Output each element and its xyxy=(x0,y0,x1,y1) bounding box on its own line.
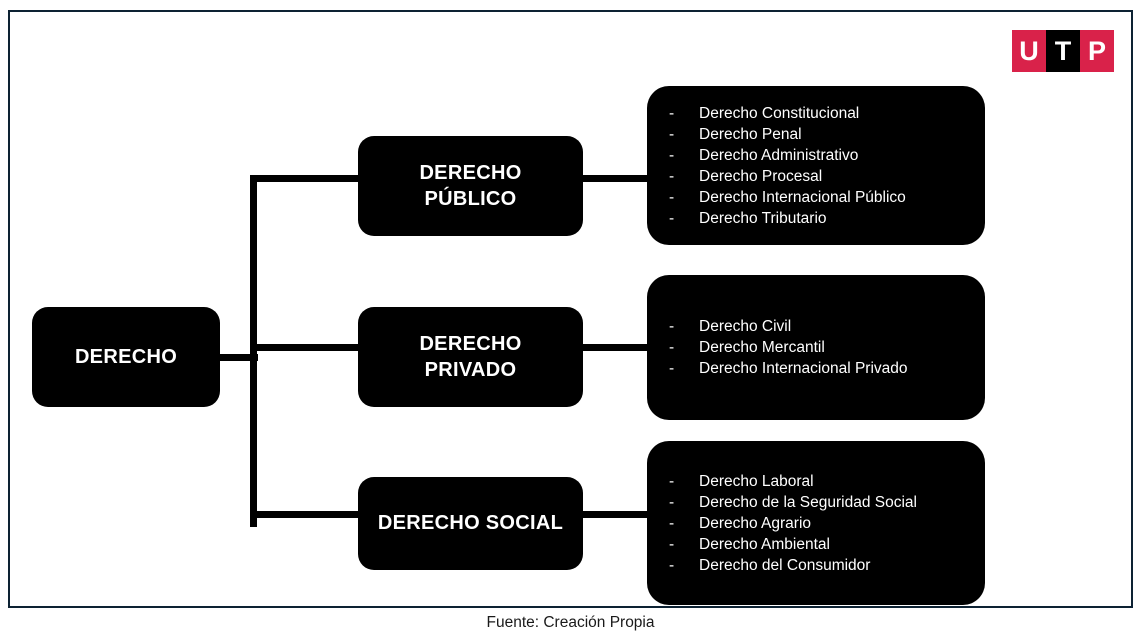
node-privado-label-line2: PRIVADO xyxy=(424,359,517,381)
list-derecho-privado: - Derecho Civil - Derecho Mercantil - De… xyxy=(647,275,985,420)
logo-letter-t: T xyxy=(1046,30,1080,72)
node-privado-label: DERECHO PRIVADO xyxy=(419,331,521,384)
list-item: - Derecho Administrativo xyxy=(669,145,963,166)
bullet-dash-icon: - xyxy=(669,535,675,553)
list-item-label: Derecho Tributario xyxy=(699,209,827,227)
connector-root-stub xyxy=(198,354,258,361)
bullet-dash-icon: - xyxy=(669,104,675,122)
connector-social-to-list xyxy=(575,511,655,518)
figure-source-caption: Fuente: Creación Propia xyxy=(486,614,655,631)
bullet-dash-icon: - xyxy=(669,514,675,532)
utp-logo: U T P xyxy=(1012,30,1114,72)
list-item: - Derecho Internacional Público xyxy=(669,187,963,208)
list-derecho-social: - Derecho Laboral - Derecho de la Seguri… xyxy=(647,441,985,605)
list-item-label: Derecho Laboral xyxy=(699,472,814,490)
connector-trunk-to-social xyxy=(250,511,360,518)
list-item: - Derecho Civil xyxy=(669,316,963,337)
node-derecho-root[interactable]: DERECHO xyxy=(32,307,220,407)
list-item-label: Derecho Civil xyxy=(699,318,792,335)
list-item-label: Derecho Constitucional xyxy=(699,104,860,122)
list-item-label: Derecho de la Seguridad Social xyxy=(699,493,917,511)
list-item-label: Derecho del Consumidor xyxy=(699,556,871,574)
node-derecho-social[interactable]: DERECHO SOCIAL xyxy=(358,477,583,570)
list-item-label: Derecho Internacional Privado xyxy=(699,360,908,377)
bullet-dash-icon: - xyxy=(669,360,675,377)
bullet-dash-icon: - xyxy=(669,472,675,490)
list-item-label: Derecho Penal xyxy=(699,125,802,143)
node-root-label: DERECHO xyxy=(74,345,178,368)
bullet-dash-icon: - xyxy=(669,318,675,335)
bullet-dash-icon: - xyxy=(669,556,675,574)
connector-vertical-trunk xyxy=(250,175,257,527)
bullet-dash-icon: - xyxy=(669,493,675,511)
list-item: - Derecho Procesal xyxy=(669,166,963,187)
list-item: - Derecho Ambiental xyxy=(669,534,963,555)
list-item-label: Derecho Agrario xyxy=(699,514,812,532)
connector-trunk-to-publico xyxy=(250,175,360,182)
list-item: - Derecho Laboral xyxy=(669,471,963,492)
list-item: - Derecho Tributario xyxy=(669,208,963,229)
connector-publico-to-list xyxy=(575,175,655,182)
bullet-dash-icon: - xyxy=(669,125,675,143)
node-derecho-publico[interactable]: DERECHO PÚBLICO xyxy=(358,136,583,236)
bullet-dash-icon: - xyxy=(669,209,675,227)
bullet-dash-icon: - xyxy=(669,167,675,185)
list-item: - Derecho Mercantil xyxy=(669,337,963,358)
list-derecho-publico: - Derecho Constitucional - Derecho Penal… xyxy=(647,86,985,245)
node-publico-label: DERECHO PÚBLICO xyxy=(419,160,521,213)
list-item: - Derecho Agrario xyxy=(669,513,963,534)
list-item-label: Derecho Ambiental xyxy=(699,535,830,553)
logo-letter-p: P xyxy=(1080,30,1114,72)
node-social-label: DERECHO SOCIAL xyxy=(377,512,564,535)
list-item-label: Derecho Administrativo xyxy=(699,146,859,164)
node-publico-label-line1: DERECHO xyxy=(419,161,522,184)
node-derecho-privado[interactable]: DERECHO PRIVADO xyxy=(358,307,583,407)
node-privado-label-line1: DERECHO xyxy=(419,332,522,355)
list-item: - Derecho Penal xyxy=(669,124,963,145)
bullet-dash-icon: - xyxy=(669,188,675,206)
logo-letter-u: U xyxy=(1012,30,1046,72)
connector-privado-to-list xyxy=(575,344,655,351)
list-item: - Derecho del Consumidor xyxy=(669,555,963,576)
list-item-label: Derecho Internacional Público xyxy=(699,188,906,206)
list-item-label: Derecho Procesal xyxy=(699,167,823,185)
list-item: - Derecho Internacional Privado xyxy=(669,358,963,379)
bullet-dash-icon: - xyxy=(669,339,675,356)
diagram-frame: U T P DERECHO DERECHO PÚBLICO - Derecho … xyxy=(8,10,1133,608)
list-item-label: Derecho Mercantil xyxy=(699,339,825,356)
list-item: - Derecho de la Seguridad Social xyxy=(669,492,963,513)
node-publico-label-line2: PÚBLICO xyxy=(424,188,517,210)
list-item: - Derecho Constitucional xyxy=(669,103,963,124)
bullet-dash-icon: - xyxy=(669,146,675,164)
connector-trunk-to-privado xyxy=(250,344,360,351)
